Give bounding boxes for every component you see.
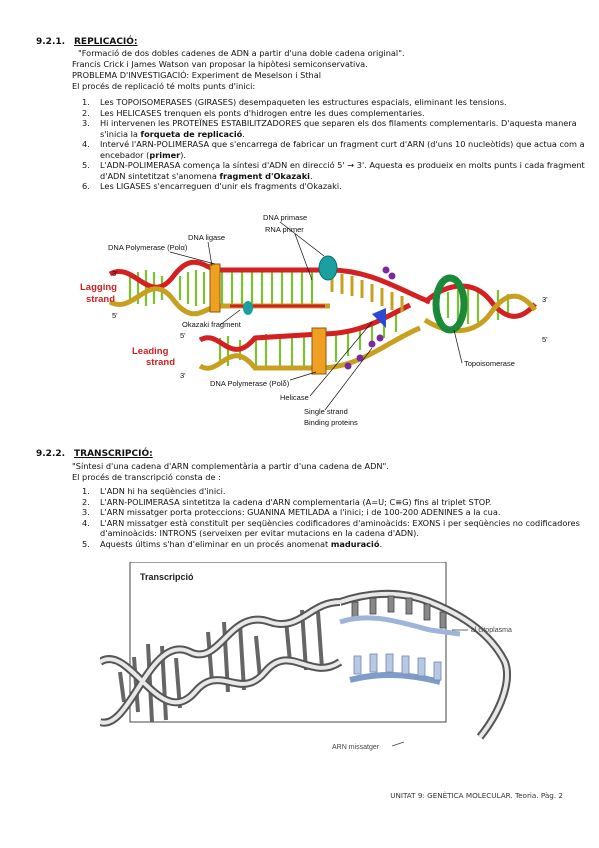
list-text-tail: ). bbox=[180, 149, 186, 160]
list-number: 1. bbox=[82, 97, 90, 107]
list-item: 4. L'ARN missatger està constituït per se… bbox=[72, 518, 592, 539]
replication-steps: 1. Les TOPOISOMERASES (GIRASES) desempaqu… bbox=[72, 97, 592, 192]
list-text: L'ADN hi ha seqüències d'inici. bbox=[100, 486, 226, 496]
list-number: 2. bbox=[82, 496, 90, 507]
list-item: 2. Les HELICASES trenquen els ponts d'hid… bbox=[72, 108, 592, 119]
topoisomerase-ring bbox=[432, 274, 468, 334]
list-emphasis: fragment d'Okazaki bbox=[219, 170, 310, 181]
cytoplasm-arrow: al citoplasma bbox=[452, 627, 512, 634]
list-text: Les LIGASES s'encarreguen d'unir els fra… bbox=[100, 181, 342, 191]
list-text: L'ADN-POLIMERASA comença la síntesi d'AD… bbox=[100, 160, 585, 181]
list-text: Hi intervenen les PROTEÏNES ESTABILITZAD… bbox=[100, 118, 577, 139]
rna-strand bbox=[339, 615, 461, 685]
list-number: 5. bbox=[82, 538, 90, 549]
list-text: L'ARN-POLIMERASA sintetitza la cadena d'… bbox=[100, 496, 492, 507]
section-title: TRANSCRIPCIÓ: bbox=[74, 449, 153, 459]
label-cytoplasm: al citoplasma bbox=[471, 627, 512, 634]
list-item: 2. L'ARN-POLIMERASA sintetitza la cadena … bbox=[72, 497, 592, 508]
transcription-intro: El procés de transcripció consta de : bbox=[72, 472, 221, 482]
list-number: 6. bbox=[82, 181, 90, 191]
label-ssb-1: Single strand bbox=[304, 407, 348, 416]
replication-authors: Francis Crick i James Watson van proposa… bbox=[72, 59, 368, 69]
end-5-leading: 5' bbox=[180, 331, 186, 340]
dna-ligase-shape bbox=[243, 301, 253, 315]
list-text: L'ARN missatger porta proteccions: GUANI… bbox=[100, 507, 501, 517]
leading-duplex bbox=[198, 302, 421, 371]
list-number: 3. bbox=[82, 507, 90, 517]
list-emphasis: forqueta de replicació bbox=[140, 128, 243, 139]
list-item: 3. L'ARN missatger porta proteccions: GUA… bbox=[72, 507, 592, 518]
list-item: 5. Aquests últims s'han d'eliminar en un … bbox=[72, 539, 592, 550]
lagging-duplex bbox=[108, 259, 330, 317]
label-topoisomerase: Topoisomerase bbox=[464, 359, 515, 368]
list-number: 4. bbox=[82, 517, 90, 528]
label-lagging-strand: strand bbox=[86, 294, 115, 305]
end-3-right: 3' bbox=[542, 295, 548, 304]
single-strand-binding-proteins bbox=[344, 266, 396, 370]
list-text: Intervé l'ARN-POLIMERASA que s'encarrega… bbox=[100, 139, 585, 160]
label-dna-primase: DNA primase bbox=[263, 213, 307, 222]
list-text: Les TOPOISOMERASES (GIRASES) desempaquet… bbox=[100, 97, 507, 107]
list-number: 1. bbox=[82, 486, 90, 496]
list-text-tail: . bbox=[309, 170, 313, 181]
label-ssb-2: Binding proteins bbox=[304, 418, 358, 427]
list-item: 6. Les LIGASES s'encarreguen d'unir els f… bbox=[72, 181, 592, 192]
helicase-shape bbox=[372, 308, 386, 328]
list-text-tail: . bbox=[379, 538, 383, 549]
label-lagging: Lagging bbox=[80, 282, 117, 293]
label-leading: Leading bbox=[132, 346, 169, 357]
list-item: 1. Les TOPOISOMERASES (GIRASES) desempaqu… bbox=[72, 97, 592, 108]
replication-heading: 9.2.1. REPLICACIÓ: bbox=[36, 37, 138, 47]
label-okazaki: Okazaki fragment bbox=[182, 320, 242, 329]
list-number: 4. bbox=[82, 139, 90, 149]
replication-definition: "Formació de dos dobles cadenes de ADN a… bbox=[78, 48, 405, 58]
dna-polymerase-delta bbox=[311, 327, 327, 375]
label-rna-primer: RNA primer bbox=[265, 225, 304, 234]
list-number: 5. bbox=[82, 160, 90, 170]
dna-double-helix bbox=[100, 598, 343, 727]
transcription-diagram: Transcripció bbox=[100, 562, 512, 751]
list-text: L'ARN missatger està constituït per seqü… bbox=[100, 517, 580, 539]
list-emphasis: primer bbox=[149, 149, 181, 160]
label-leading-strand: strand bbox=[146, 357, 175, 368]
end-5-right: 5' bbox=[542, 335, 548, 344]
dna-primase-shape bbox=[318, 255, 338, 281]
list-text: Les HELICASES trenquen els ponts d'hidro… bbox=[100, 107, 425, 118]
list-item: 1. L'ADN hi ha seqüències d'inici. bbox=[72, 486, 592, 497]
transcription-steps: 1. L'ADN hi ha seqüències d'inici. 2. L'ARN… bbox=[72, 486, 592, 549]
figure-frame bbox=[129, 562, 447, 723]
replication-intro: El procés de replicació té molts punts d… bbox=[72, 81, 256, 91]
list-text-tail: . bbox=[242, 128, 245, 139]
list-number: 2. bbox=[82, 107, 90, 118]
page-footer: UNITAT 9: GENÈTICA MOLECULAR. Teoria. Pà… bbox=[390, 791, 563, 800]
label-mrna: ARN missatger bbox=[332, 744, 380, 751]
transcription-figure-title: Transcripció bbox=[140, 572, 194, 582]
section-number: 9.2.2. bbox=[36, 449, 66, 459]
upper-fork-arm bbox=[329, 267, 431, 312]
label-helicase: Helicase bbox=[280, 393, 309, 402]
replication-problem: PROBLEMA D'INVESTIGACIÓ: Experiment de M… bbox=[72, 70, 322, 80]
list-emphasis: maduració bbox=[330, 538, 380, 549]
separated-dna-strand bbox=[338, 589, 511, 740]
list-item: 3. Hi intervenen les PROTEÏNES ESTABILITZ… bbox=[72, 118, 592, 139]
label-dna-pol-alpha: DNA Polymerase (Polα) bbox=[108, 243, 188, 252]
end-3-top-left: 3' bbox=[112, 269, 118, 278]
list-item: 4. Intervé l'ARN-POLIMERASA que s'encarre… bbox=[72, 139, 592, 160]
label-dna-pol-delta: DNA Polymerase (Polδ) bbox=[210, 379, 290, 388]
list-number: 3. bbox=[82, 118, 90, 128]
dna-polymerase-alpha bbox=[209, 263, 221, 313]
end-5-left: 5' bbox=[112, 311, 118, 320]
transcription-heading: 9.2.2. TRANSCRIPCIÓ: bbox=[36, 449, 153, 459]
mrna-arrow: ARN missatger bbox=[332, 741, 405, 751]
label-dna-ligase: DNA ligase bbox=[188, 233, 225, 242]
replication-fork-diagram: DNA primase RNA primer DNA ligase DNA Po… bbox=[80, 213, 548, 427]
section-number: 9.2.1. bbox=[36, 37, 66, 47]
section-title: REPLICACIÓ: bbox=[74, 37, 138, 47]
list-text: Aquests últims s'han d'eliminar en un pr… bbox=[100, 538, 331, 549]
list-item: 5. L'ADN-POLIMERASA comença la síntesi d'… bbox=[72, 160, 592, 181]
transcription-definition: "Síntesi d'una cadena d'ARN complementàr… bbox=[72, 461, 389, 471]
end-3-leading: 3' bbox=[180, 371, 186, 380]
